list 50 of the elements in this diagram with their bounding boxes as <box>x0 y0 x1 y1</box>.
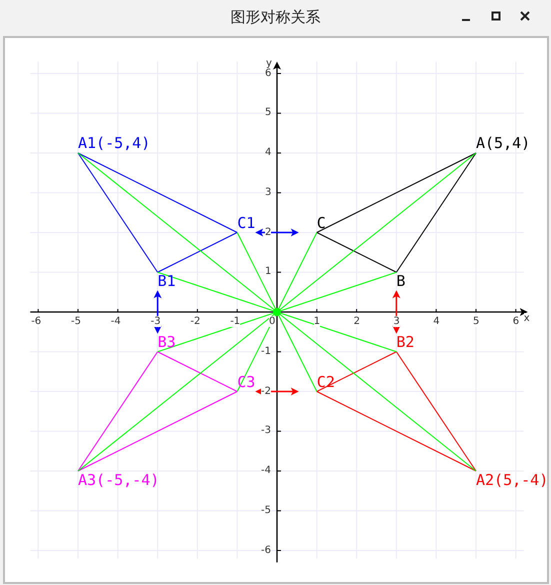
tick-label: 4 <box>433 316 440 327</box>
tick-label: -3 <box>261 425 271 436</box>
tick-label: 5 <box>265 107 272 118</box>
tick-label: -1 <box>261 346 271 357</box>
window-title: 图形对称关系 <box>230 8 320 26</box>
tick-label: 3 <box>393 316 400 327</box>
tick-label: 5 <box>473 316 480 327</box>
line-segment <box>78 152 238 233</box>
tick-label: -6 <box>31 316 42 327</box>
tick-label: 6 <box>265 68 272 78</box>
symmetry-arrow <box>154 290 162 334</box>
line-segment <box>78 351 158 472</box>
line-segment <box>316 351 397 392</box>
line-segment <box>316 232 397 273</box>
tick-label: -1 <box>230 316 240 327</box>
axis-label: y <box>266 58 272 69</box>
symmetry-arrow <box>255 388 299 396</box>
tick-label: -5 <box>71 316 81 327</box>
tick-label: -2 <box>190 316 200 327</box>
tick-label: 3 <box>265 186 272 198</box>
line-segment <box>78 391 238 472</box>
tick-label: -6 <box>261 544 271 556</box>
point-label: A1(-5,4) <box>78 135 150 152</box>
tick-label: -4 <box>261 465 271 476</box>
point-label: A3(-5,-4) <box>78 472 160 489</box>
line-segment <box>396 152 476 273</box>
line-segment <box>157 232 238 273</box>
point-label: C <box>316 214 326 232</box>
line-segment <box>78 152 158 273</box>
point-label: C1 <box>237 214 256 232</box>
line-segment <box>316 391 476 472</box>
tick-label: -5 <box>261 504 271 516</box>
point-label: A2(5,-4) <box>476 472 548 489</box>
point-label: B3 <box>158 334 176 351</box>
line-segment <box>396 351 476 472</box>
point-label: B2 <box>396 334 414 351</box>
point-label: A(5,4) <box>476 135 530 152</box>
tick-label: 0 <box>269 316 276 327</box>
symmetry-arrow <box>255 228 299 236</box>
line-segment <box>316 152 476 233</box>
point-label: B <box>396 273 406 290</box>
symmetry-arrow <box>392 290 400 334</box>
tick-label: -2 <box>261 386 271 396</box>
line-segment <box>157 351 238 392</box>
tick-label: 4 <box>265 147 272 158</box>
tick-label: -3 <box>150 316 161 327</box>
tick-label: -4 <box>110 316 121 327</box>
tick-label: 2 <box>265 226 272 238</box>
point-label: C2 <box>316 374 335 390</box>
point-label: B1 <box>158 273 176 290</box>
